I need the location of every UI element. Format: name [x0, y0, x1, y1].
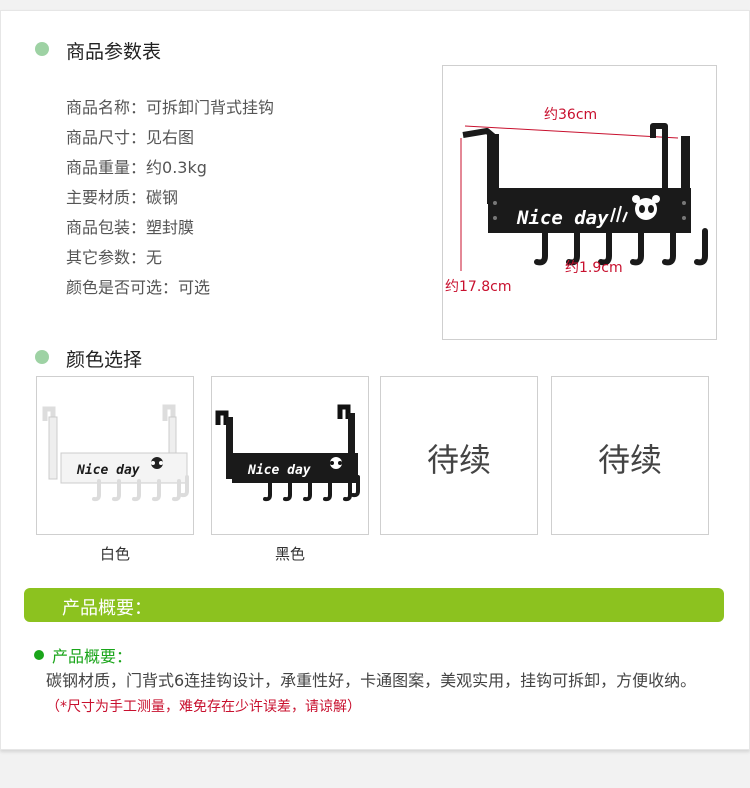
- product-photo: Nice day 约36cm 约17.8cm 约1.9cm: [442, 65, 717, 340]
- param-separator: ：: [162, 278, 179, 297]
- section-bullet-icon: [35, 350, 49, 364]
- color-swatch-pending[interactable]: 待续: [551, 376, 709, 535]
- pending-text: 待续: [597, 441, 662, 479]
- param-row: 商品名称：可拆卸门背式挂钩: [66, 94, 274, 124]
- param-value: 约0.3kg: [146, 158, 207, 177]
- param-value: 可选: [178, 278, 211, 297]
- overview-description: 碳钢材质，门背式6连挂钩设计，承重性好，卡通图案，美观实用，挂钩可拆卸，方便收纳…: [46, 668, 706, 720]
- param-separator: ：: [130, 248, 147, 267]
- param-key: 其它参数: [66, 248, 131, 267]
- overview-heading: 产品概要：: [34, 643, 132, 667]
- param-key: 商品包装: [66, 218, 131, 237]
- param-row: 商品重量：约0.3kg: [66, 154, 274, 184]
- section-bullet-icon: [35, 42, 49, 56]
- print-text: Nice day: [516, 207, 609, 229]
- width-dimension: 约36cm: [544, 107, 598, 123]
- color-label-white: 白色: [99, 545, 130, 563]
- param-row: 其它参数：无: [66, 244, 274, 274]
- hook-dimension: 约1.9cm: [565, 260, 623, 276]
- param-value: 可拆卸门背式挂钩: [146, 98, 275, 117]
- overview-banner-title: 产品概要：: [62, 598, 152, 619]
- param-separator: ：: [130, 128, 147, 147]
- svg-text:Nice day: Nice day: [76, 463, 140, 478]
- white-rack-image: Nice day: [42, 404, 189, 502]
- section-title-colors: 颜色选择: [66, 349, 143, 371]
- svg-text:Nice day: Nice day: [247, 463, 311, 478]
- param-separator: ：: [130, 158, 147, 177]
- height-dimension: 约17.8cm: [445, 279, 512, 295]
- param-separator: ：: [130, 218, 147, 237]
- param-key: 颜色是否可选: [66, 278, 163, 297]
- overview-heading-text: 产品概要：: [52, 647, 133, 666]
- param-key: 商品重量: [66, 158, 131, 177]
- param-separator: ：: [130, 98, 147, 117]
- color-swatch-black[interactable]: Nice day: [211, 376, 369, 535]
- measurement-note: （*尺寸为手工测量，难免存在少许误差，请谅解）: [46, 699, 361, 715]
- param-row: 商品尺寸：见右图: [66, 124, 274, 154]
- param-key: 商品名称: [66, 98, 131, 117]
- section-title-params: 商品参数表: [66, 41, 162, 63]
- pending-text: 待续: [426, 441, 491, 479]
- param-value: 见右图: [146, 128, 195, 147]
- black-rack-image: Nice day: [215, 404, 360, 502]
- overview-banner: 产品概要：: [24, 588, 724, 622]
- param-key: 主要材质: [66, 188, 131, 207]
- param-key: 商品尺寸: [66, 128, 131, 147]
- param-row: 颜色是否可选：可选: [66, 274, 274, 304]
- param-value: 塑封膜: [146, 218, 195, 237]
- color-swatch-pending[interactable]: 待续: [380, 376, 538, 535]
- hook-rack-illustration: Nice day: [460, 123, 708, 271]
- color-swatch-white[interactable]: Nice day: [36, 376, 194, 535]
- color-label-black: 黑色: [274, 545, 305, 563]
- overview-text: 碳钢材质，门背式6连挂钩设计，承重性好，卡通图案，美观实用，挂钩可拆卸，方便收纳…: [46, 671, 697, 690]
- param-value: 碳钢: [146, 188, 179, 207]
- green-bullet-icon: [34, 650, 44, 660]
- param-value: 无: [146, 248, 163, 267]
- param-row: 主要材质：碳钢: [66, 184, 274, 214]
- param-separator: ：: [130, 188, 147, 207]
- param-row: 商品包装：塑封膜: [66, 214, 274, 244]
